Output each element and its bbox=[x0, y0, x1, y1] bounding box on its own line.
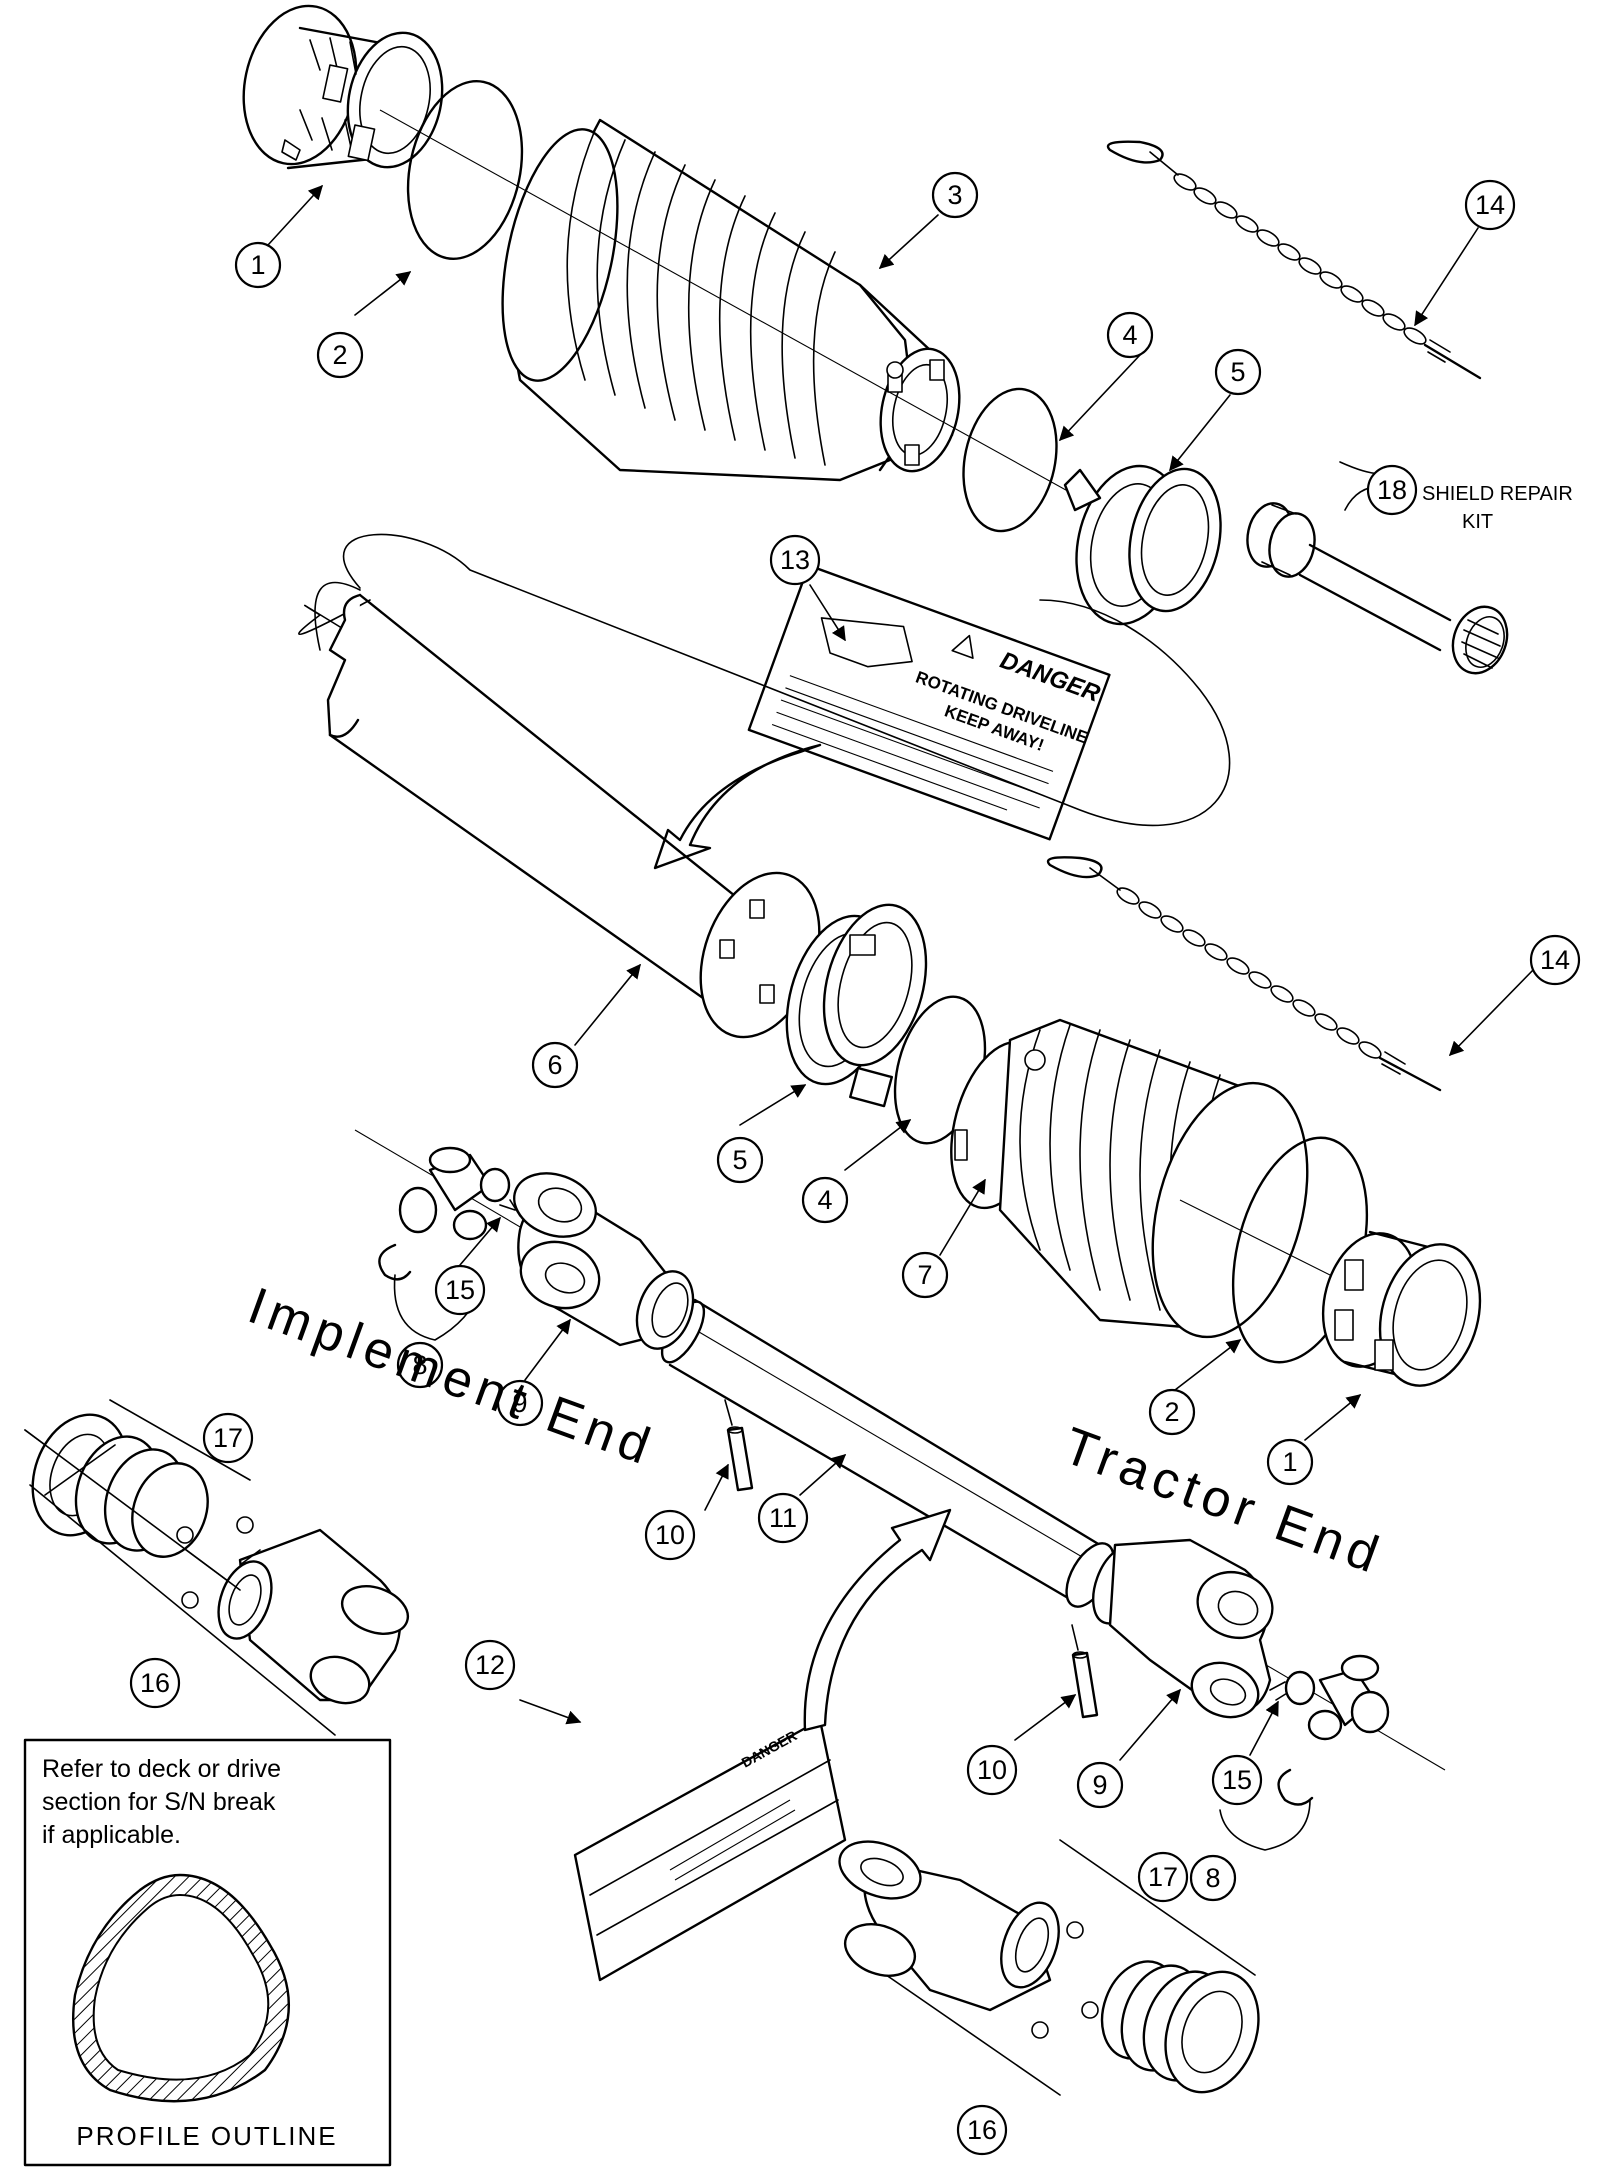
callout-10-implement: 10 bbox=[644, 1509, 696, 1561]
danger-decal-12: DANGER bbox=[573, 1718, 847, 1982]
yoke-implement bbox=[513, 1172, 695, 1350]
shield-repair-kit-label-1: SHIELD REPAIR bbox=[1422, 483, 1573, 505]
svg-text:4: 4 bbox=[1122, 320, 1137, 350]
roll-pin-tractor bbox=[1071, 1624, 1099, 1719]
outer-shield-cone-lower bbox=[950, 1018, 1309, 1339]
svg-text:10: 10 bbox=[977, 1755, 1007, 1785]
svg-text:17: 17 bbox=[1148, 1862, 1178, 1892]
callout-6: 6 bbox=[531, 1041, 579, 1089]
svg-text:15: 15 bbox=[445, 1275, 475, 1305]
callout-16-tractor: 16 bbox=[956, 2104, 1008, 2156]
svg-text:2: 2 bbox=[1164, 1397, 1179, 1427]
bearing-housing-middle bbox=[785, 903, 928, 1108]
svg-text:9: 9 bbox=[512, 1388, 527, 1418]
bearing-collar-top bbox=[242, 4, 444, 170]
callout-17-tractor: 17 bbox=[1137, 1851, 1189, 1903]
svg-text:4: 4 bbox=[817, 1185, 832, 1215]
svg-text:12: 12 bbox=[475, 1650, 505, 1680]
callout-15-tractor: 15 bbox=[1211, 1754, 1263, 1806]
shield-repair-kit bbox=[1246, 485, 1509, 675]
callout-9-tractor: 9 bbox=[1076, 1761, 1124, 1809]
safety-chain-middle bbox=[1046, 856, 1442, 1092]
decal-placement-arrow-top bbox=[653, 743, 822, 870]
callout-17-implement: 17 bbox=[202, 1412, 254, 1464]
decal-placement-arrow-lower bbox=[803, 1508, 952, 1732]
svg-text:14: 14 bbox=[1475, 190, 1505, 220]
callout-4-middle: 4 bbox=[801, 1176, 849, 1224]
bearing-collar-lower bbox=[1321, 1230, 1482, 1387]
bearing-housing-top bbox=[1063, 464, 1222, 626]
svg-text:1: 1 bbox=[1282, 1447, 1297, 1477]
callout-12: 12 bbox=[464, 1639, 516, 1691]
profile-outline-caption: PROFILE OUTLINE bbox=[76, 2121, 337, 2151]
roll-pin-implement bbox=[724, 1399, 754, 1492]
svg-text:15: 15 bbox=[1222, 1765, 1252, 1795]
callout-4-top: 4 bbox=[1106, 311, 1154, 359]
svg-text:16: 16 bbox=[967, 2115, 997, 2145]
svg-text:3: 3 bbox=[947, 180, 962, 210]
danger-decal-13: DANGER ROTATING DRIVELINE KEEP AWAY! bbox=[747, 564, 1111, 841]
callout-9-implement: 9 bbox=[496, 1379, 544, 1427]
svg-text:8: 8 bbox=[1205, 1863, 1220, 1893]
callout-3: 3 bbox=[931, 171, 979, 219]
yoke-tractor bbox=[1092, 1538, 1274, 1719]
inner-shield-tube bbox=[326, 593, 821, 1039]
svg-text:13: 13 bbox=[780, 545, 810, 575]
callout-5-top: 5 bbox=[1214, 348, 1262, 396]
callout-8-implement: 8 bbox=[396, 1341, 444, 1389]
svg-text:2: 2 bbox=[332, 340, 347, 370]
svg-text:10: 10 bbox=[655, 1520, 685, 1550]
svg-text:1: 1 bbox=[250, 250, 265, 280]
outer-shield-cone-top bbox=[501, 118, 961, 482]
svg-text:8: 8 bbox=[412, 1350, 427, 1380]
callout-1-lower: 1 bbox=[1266, 1438, 1314, 1486]
callout-11: 11 bbox=[757, 1492, 809, 1544]
callout-14-top: 14 bbox=[1464, 179, 1516, 231]
note-line-2: section for S/N break bbox=[42, 1788, 276, 1816]
callout-18: 18 bbox=[1366, 464, 1418, 516]
callout-10-tractor: 10 bbox=[966, 1744, 1018, 1796]
callout-13: 13 bbox=[769, 534, 821, 586]
note-line-1: Refer to deck or drive bbox=[42, 1755, 281, 1783]
profile-note-box bbox=[23, 1738, 392, 2167]
leader-lines bbox=[267, 184, 1536, 1761]
svg-text:18: 18 bbox=[1377, 475, 1407, 505]
callout-8-tractor: 8 bbox=[1189, 1854, 1237, 1902]
callout-2-lower: 2 bbox=[1148, 1388, 1196, 1436]
callout-1-top: 1 bbox=[234, 241, 282, 289]
callout-2-top: 2 bbox=[316, 331, 364, 379]
shield-repair-kit-label-2: KIT bbox=[1462, 511, 1493, 533]
u-joint-cross-implement bbox=[378, 1146, 521, 1281]
spring-lock-yoke-implement bbox=[24, 1399, 410, 1736]
svg-text:9: 9 bbox=[1092, 1770, 1107, 1800]
svg-text:16: 16 bbox=[140, 1668, 170, 1698]
spring-lock-yoke-tractor bbox=[838, 1839, 1260, 2096]
callout-5-middle: 5 bbox=[716, 1136, 764, 1184]
svg-text:14: 14 bbox=[1540, 945, 1570, 975]
assembly-outline-loop bbox=[298, 533, 1231, 827]
svg-text:11: 11 bbox=[769, 1503, 797, 1533]
callout-7: 7 bbox=[901, 1251, 949, 1299]
note-line-3: if applicable. bbox=[42, 1821, 181, 1849]
retaining-ring-4-top bbox=[962, 387, 1058, 533]
callout-16-implement: 16 bbox=[129, 1657, 181, 1709]
callout-15-implement: 15 bbox=[434, 1264, 486, 1316]
retaining-ring-top bbox=[406, 80, 524, 260]
u-joint-cross-tractor bbox=[1269, 1654, 1390, 1806]
svg-text:7: 7 bbox=[917, 1260, 932, 1290]
safety-chain-top bbox=[1106, 140, 1482, 380]
svg-text:5: 5 bbox=[1230, 357, 1245, 387]
svg-text:6: 6 bbox=[547, 1050, 562, 1080]
svg-text:5: 5 bbox=[732, 1145, 747, 1175]
svg-text:17: 17 bbox=[213, 1423, 243, 1453]
callout-14-middle: 14 bbox=[1529, 934, 1581, 986]
